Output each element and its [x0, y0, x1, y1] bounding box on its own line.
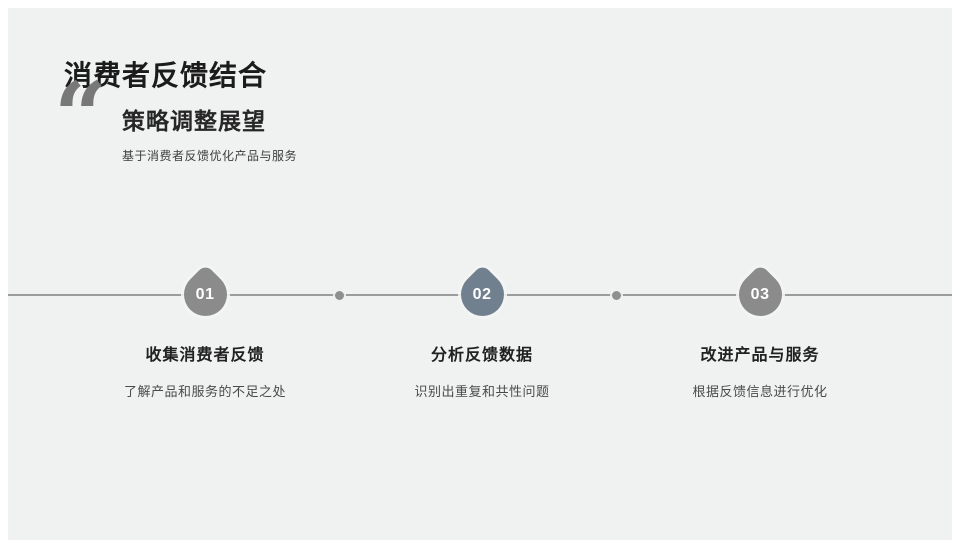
page-title: 消费者反馈结合 — [64, 60, 268, 91]
timeline-dot — [335, 291, 344, 300]
step-title: 改进产品与服务 — [700, 347, 820, 364]
step-description: 识别出重复和共性问题 — [414, 384, 550, 399]
quote-icon: “ — [54, 62, 107, 170]
timeline-step-3: 改进产品与服务 根据反馈信息进行优化 — [610, 341, 910, 400]
timeline-node-1: 01 — [175, 264, 236, 325]
slide-description: 基于消费者反馈优化产品与服务 — [122, 149, 298, 163]
slide-subtitle: 策略调整展望 — [122, 108, 266, 134]
timeline-node-2: 02 — [452, 264, 513, 325]
step-description: 了解产品和服务的不足之处 — [123, 384, 286, 399]
timeline-step-2: 分析反馈数据 识别出重复和共性问题 — [332, 341, 632, 400]
timeline-step-1: 收集消费者反馈 了解产品和服务的不足之处 — [55, 341, 355, 400]
timeline-node-3: 03 — [730, 264, 791, 325]
presentation-slide: 消费者反馈结合 “ 策略调整展望 基于消费者反馈优化产品与服务 01 02 03… — [8, 8, 952, 540]
step-title: 分析反馈数据 — [430, 347, 533, 364]
step-number: 02 — [473, 285, 492, 303]
step-number: 01 — [196, 285, 215, 303]
step-description: 根据反馈信息进行优化 — [692, 384, 828, 399]
step-title: 收集消费者反馈 — [145, 347, 265, 364]
step-number: 03 — [751, 285, 770, 303]
timeline-dot — [612, 291, 621, 300]
